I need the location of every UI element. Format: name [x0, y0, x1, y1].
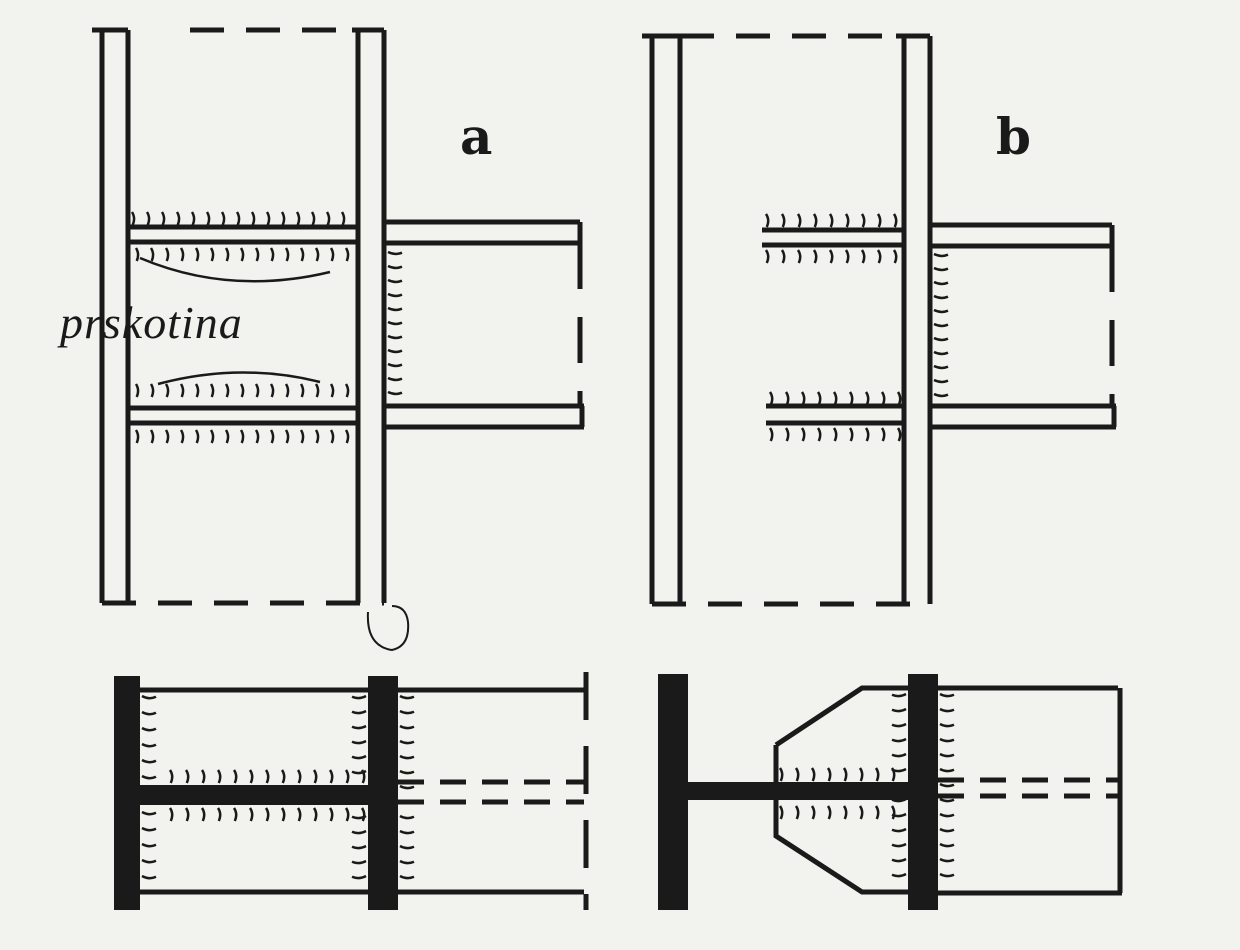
tapered-plate-upper-edge	[774, 685, 908, 748]
panel-a-plan	[114, 672, 589, 910]
panel-label-b: b	[996, 107, 1031, 166]
column-flange-section	[114, 676, 140, 910]
weld-upper-stiffener-top	[764, 213, 898, 228]
column-web-section	[140, 785, 372, 805]
weld-web-bottom	[168, 807, 366, 822]
weld-end-plate-left	[891, 692, 907, 878]
spatter-curve-lower	[157, 371, 321, 386]
weld-lower-stiffener-top	[134, 383, 350, 398]
weld-flange-upper	[141, 694, 157, 780]
weld-beam-web	[933, 252, 949, 398]
weld-flange-lower	[141, 810, 157, 880]
weld-lower-stiffener-top	[768, 391, 902, 406]
weld-upper-stiffener-bottom	[764, 249, 898, 264]
spatter-curve-upper	[139, 256, 331, 283]
weld-end-plate-right	[939, 692, 955, 878]
panel-b-plan	[658, 674, 1123, 910]
weld-beam-web	[387, 250, 403, 396]
tapered-plate-lower-edge	[773, 745, 908, 895]
column-flange-section	[658, 674, 688, 910]
corner-detail	[366, 605, 410, 652]
annotation-prskotina: prskotina	[60, 297, 243, 348]
end-plate-section	[368, 676, 398, 910]
panel-b-elevation	[642, 33, 1117, 607]
weld-upper-stiffener-top	[130, 211, 346, 226]
end-plate-section	[908, 674, 938, 910]
weld-web-top	[778, 767, 896, 782]
column-web-section	[688, 782, 912, 800]
weld-lower-stiffener-bottom	[134, 429, 350, 444]
weld-web-bottom	[778, 805, 896, 820]
panel-label-a: a	[460, 107, 493, 166]
weld-end-plate-right	[399, 694, 415, 880]
weld-upper-stiffener-bottom	[134, 247, 350, 262]
weld-web-top	[168, 769, 366, 784]
weld-end-plate-left	[351, 694, 367, 880]
panel-a-elevation	[92, 27, 585, 652]
weld-lower-stiffener-bottom	[768, 427, 902, 442]
